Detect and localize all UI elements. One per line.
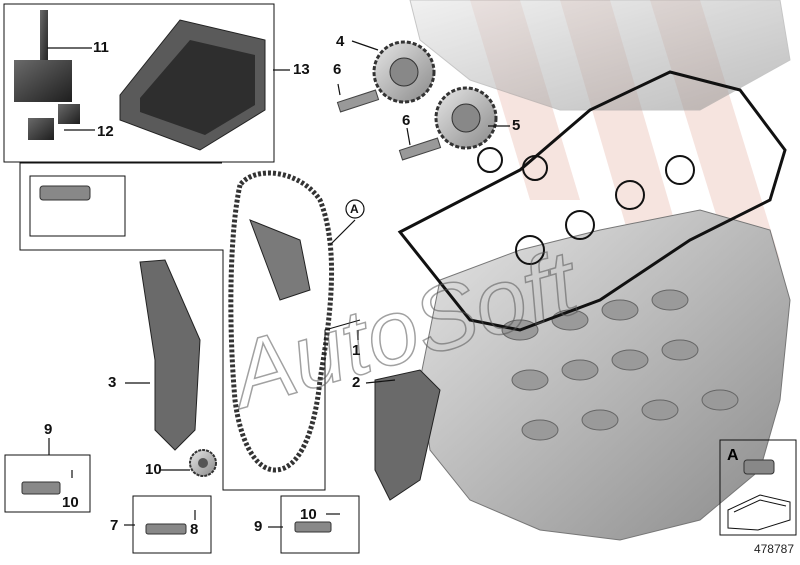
callout-2: 2 bbox=[352, 374, 361, 391]
callout-13: 13 bbox=[293, 61, 310, 78]
callout-1: 1 bbox=[352, 342, 361, 359]
callout-3: 3 bbox=[108, 374, 117, 391]
bolts bbox=[21, 185, 775, 535]
callout-6b: 6 bbox=[402, 112, 411, 129]
cylinder-head-cover bbox=[409, 0, 791, 111]
callout-6a: 6 bbox=[333, 61, 342, 78]
tool-set-box bbox=[3, 3, 275, 163]
diagram-id: 478787 bbox=[753, 542, 794, 556]
callout-11: 11 bbox=[93, 39, 109, 56]
callout-7: 7 bbox=[110, 517, 119, 534]
callout-5: 5 bbox=[512, 117, 521, 134]
callout-8: 8 bbox=[190, 521, 199, 538]
legend-arrow-icon bbox=[727, 494, 791, 531]
legend-letter-a: A bbox=[727, 447, 739, 464]
crankshaft-sprocket bbox=[189, 449, 217, 477]
reference-marker-a bbox=[345, 199, 365, 219]
callout-10b: 10 bbox=[62, 494, 79, 511]
chain-rails bbox=[139, 219, 441, 501]
detail-boxes bbox=[4, 162, 797, 554]
callout-9a: 9 bbox=[44, 421, 53, 438]
leader-lines bbox=[47, 40, 510, 528]
camshaft-adjusters bbox=[336, 40, 498, 161]
cover-gasket bbox=[397, 70, 787, 332]
timing-chain bbox=[228, 170, 335, 473]
callout-4: 4 bbox=[336, 33, 345, 50]
callout-9b: 9 bbox=[254, 518, 263, 535]
reference-marker-a-letter: A bbox=[350, 202, 359, 216]
callout-10c: 10 bbox=[300, 506, 317, 523]
callout-10a: 10 bbox=[145, 461, 162, 478]
callout-12: 12 bbox=[97, 123, 114, 140]
